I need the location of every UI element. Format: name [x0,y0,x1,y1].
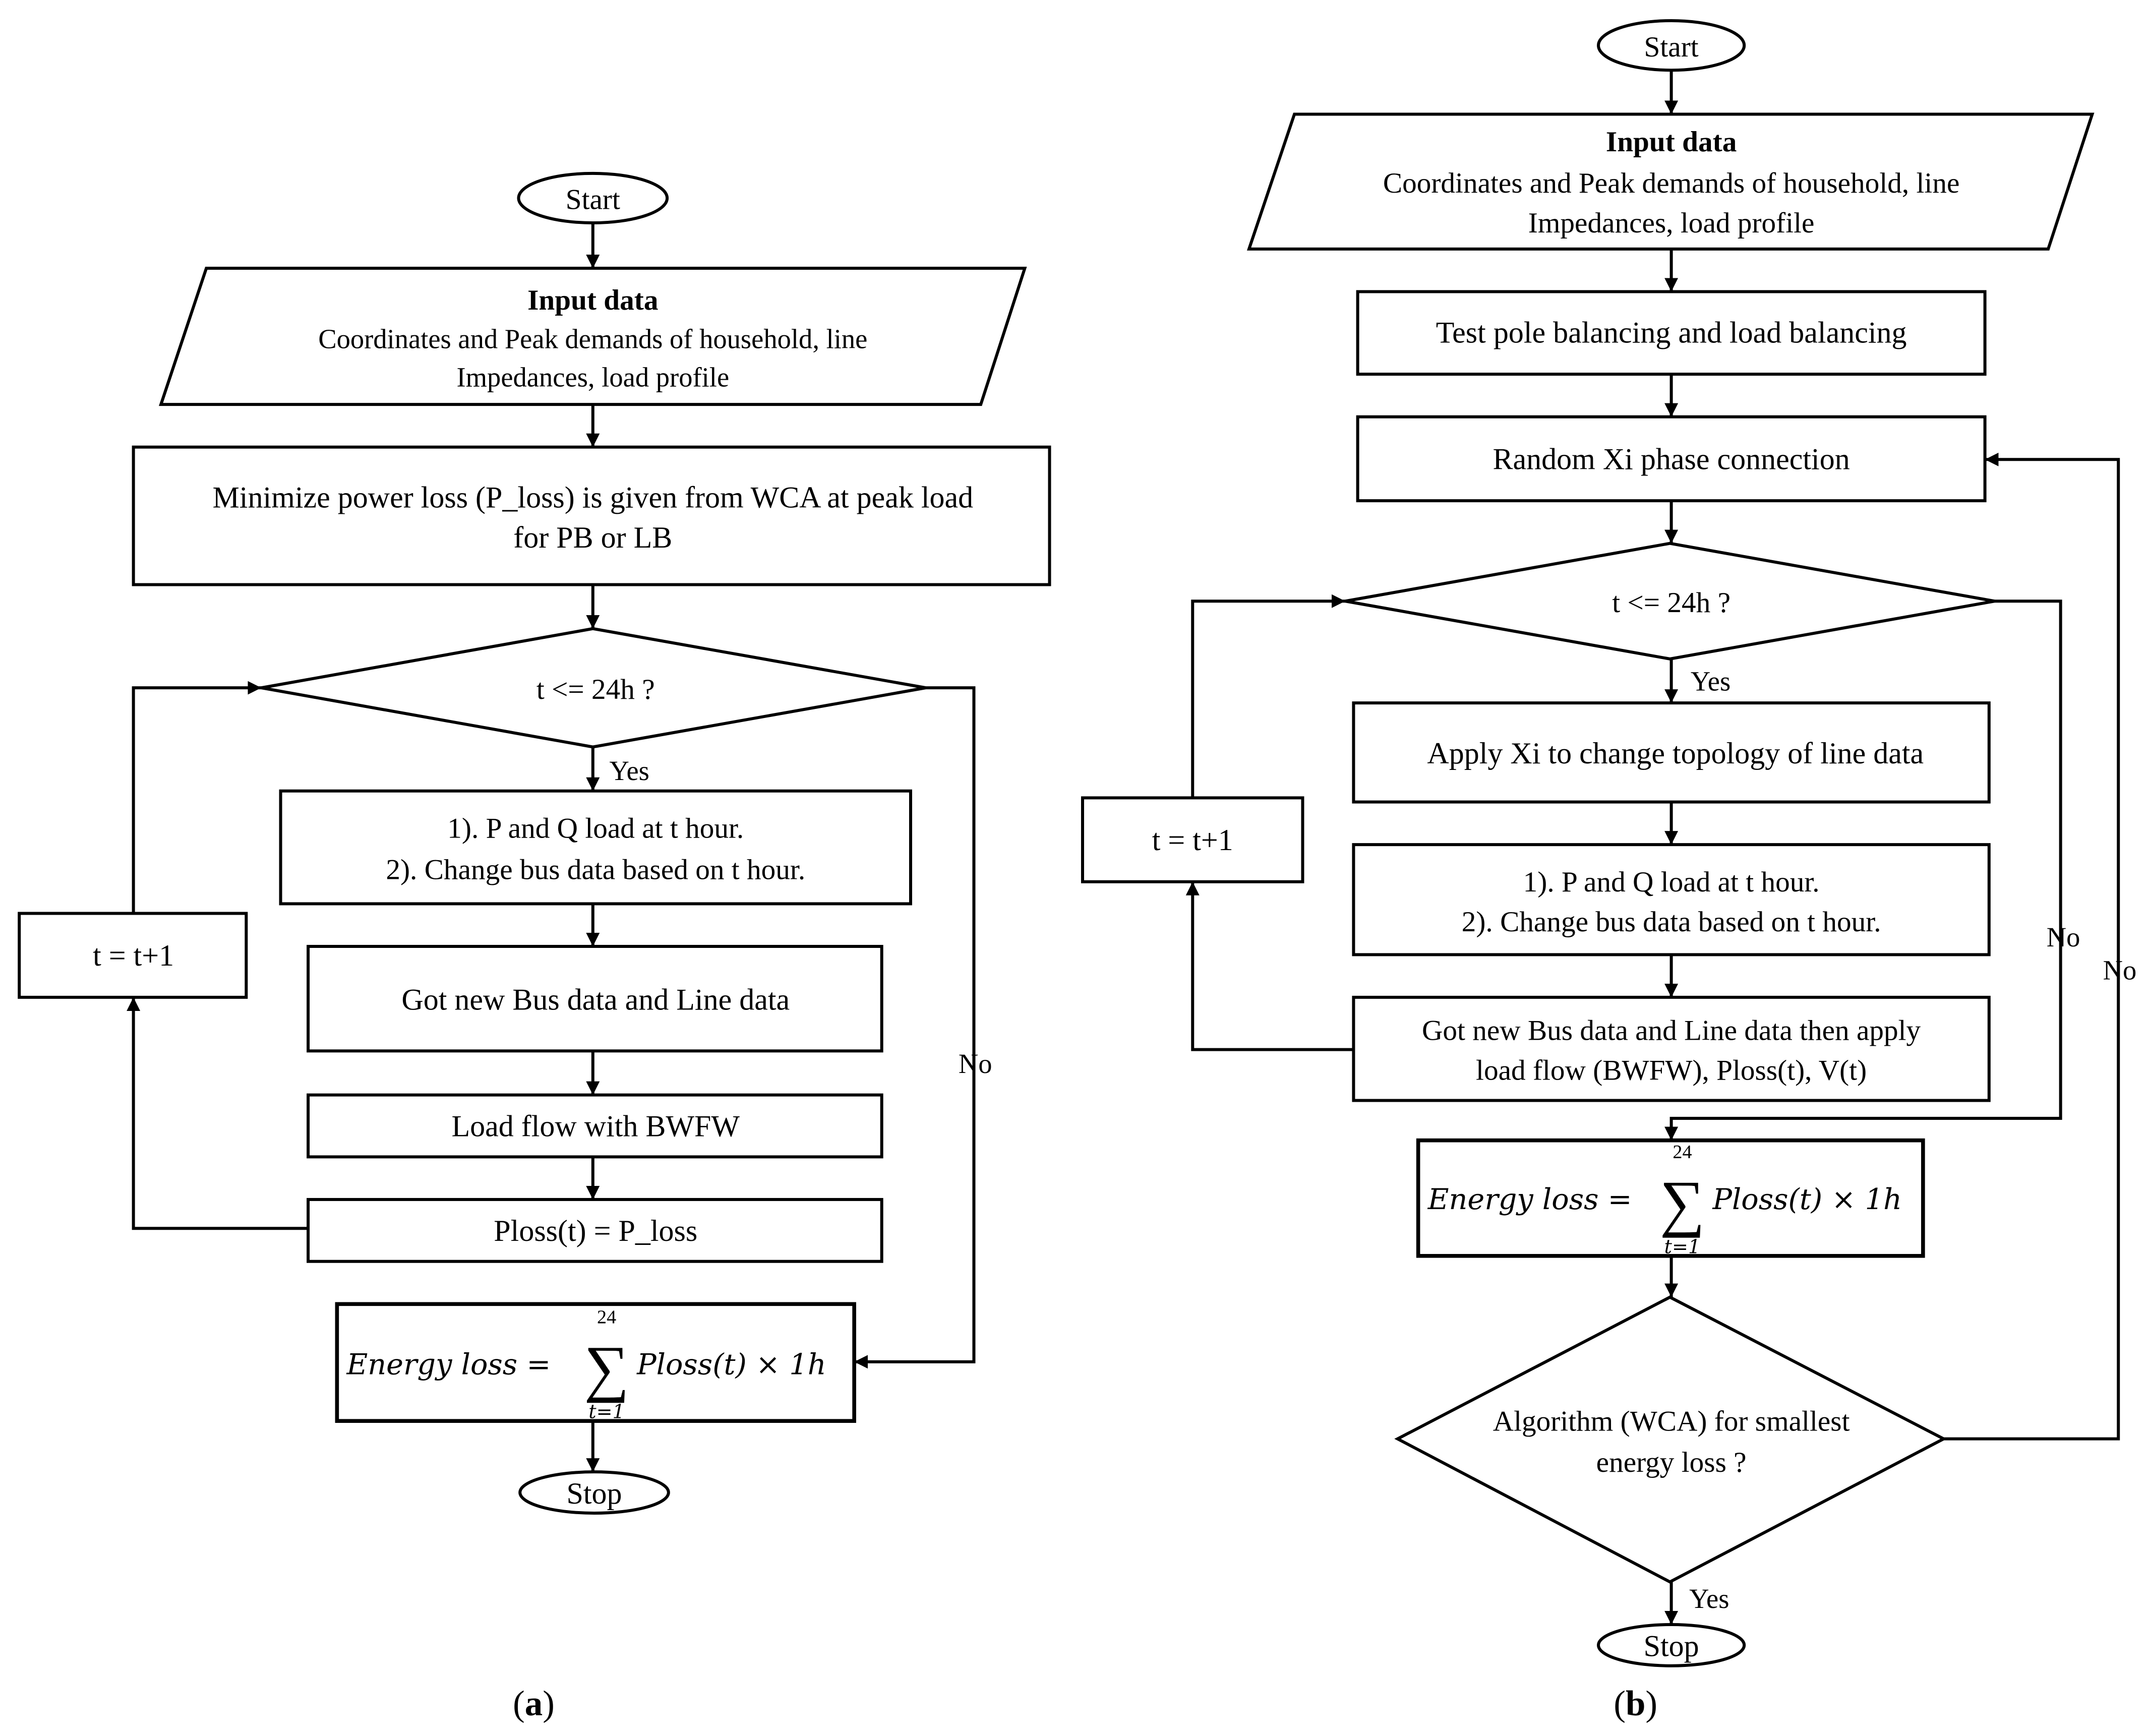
energy-sigma-b: ∑ [1660,1168,1705,1238]
arrow-got-increment-b [1185,881,1354,1051]
energy-lower-b: t=1 [1664,1236,1701,1258]
panel-a-labels: Start Input data Coordinates and Peak de… [93,184,992,1723]
no-label-a: No [959,1048,992,1079]
algorithm-line1-b: Algorithm (WCA) for smallest [1493,1405,1850,1437]
test-process-b [1356,290,1987,376]
energy-label-b: Energy loss = [1427,1182,1632,1216]
panel-a [18,171,1051,1515]
step-line2-b: 2). Change bus data based on t hour. [1462,906,1881,938]
load-flow-label-a: Load flow with BWFW [451,1109,740,1143]
random-process-b [1356,415,1987,503]
input-title-b: Input data [1606,126,1737,158]
input-data-parallelogram-b [1246,112,2095,251]
got-new-label-a: Got new Bus data and Line data [401,983,790,1016]
algorithm-decision-diamond-b [1394,1295,1947,1584]
minimize-line1-a: Minimize power loss (P_loss) is given fr… [212,481,973,514]
step-line2-a: 2). Change bus data based on t hour. [386,854,805,885]
increment-process-b [1081,796,1304,883]
stop-label-a: Stop [567,1477,622,1510]
energy-term-b: Ploss(t) × 1h [1712,1182,1902,1216]
arrow-increment-decision-a [132,681,262,914]
input-line2-b: Impedances, load profile [1528,207,1815,239]
start-label-b: Start [1644,31,1699,63]
got-line2-b: load flow (BWFW), Ploss(t), V(t) [1476,1055,1867,1087]
ploss-process-a [307,1198,883,1263]
energy-loss-box-a [335,1302,856,1423]
energy-upper-a: 24 [597,1306,616,1328]
no-inner-label-b: No [2047,922,2080,952]
step-line1-b: 1). P and Q load at t hour. [1523,866,1820,898]
caption-b: (b) [1614,1684,1657,1723]
test-label-b: Test pole balancing and load balancing [1436,316,1907,349]
got-line1-b: Got new Bus data and Line data then appl… [1422,1015,1921,1047]
arrow-no-energy-a [854,686,976,1369]
panel-b [1081,19,2120,1667]
decision-label-a: t <= 24h ? [536,674,655,705]
stop-label-b: Stop [1644,1630,1699,1663]
minimize-process-a [132,445,1051,586]
yes-final-label-b: Yes [1689,1583,1729,1614]
energy-term-a: Ploss(t) × 1h [636,1347,826,1381]
increment-label-a: t = t+1 [93,939,174,972]
energy-upper-b: 24 [1673,1142,1692,1163]
yes-label-a: Yes [610,755,649,786]
yes-label-b: Yes [1691,666,1730,697]
load-step-process-b [1352,843,1991,956]
input-line1-b: Coordinates and Peak demands of househol… [1383,167,1960,199]
got-new-data-process-b [1352,995,1991,1102]
start-label-a: Start [566,184,620,216]
input-data-parallelogram-a [159,267,1027,406]
arrow-no-random-b [1943,452,2120,1441]
decision-label-b: t <= 24h ? [1612,587,1730,619]
arrow-increment-decision-b [1191,594,1346,798]
random-label-b: Random Xi phase connection [1493,442,1850,475]
arrow-ploss-increment-a [127,997,309,1230]
input-line2-a: Impedances, load profile [456,362,729,393]
algorithm-line2-b: energy loss ? [1596,1447,1747,1478]
energy-label-a: Energy loss = [346,1347,551,1381]
step-line1-a: 1). P and Q load at t hour. [447,812,744,844]
ploss-label-a: Ploss(t) = P_loss [494,1214,697,1247]
load-flow-process-a [307,1093,883,1159]
arrow-no-energy-b [1664,600,2062,1141]
apply-label-b: Apply Xi to change topology of line data [1427,737,1924,770]
panel-b-labels: Start Input data Coordinates and Peak de… [1152,31,2137,1723]
load-step-process-a [279,789,912,906]
no-outer-label-b: No [2103,954,2137,985]
minimize-line2-a: for PB or LB [513,521,672,554]
energy-sigma-a: ∑ [584,1333,629,1403]
caption-a: (a) [513,1684,555,1723]
increment-label-b: t = t+1 [1152,823,1233,857]
input-line1-a: Coordinates and Peak demands of househol… [318,323,867,354]
input-title-a: Input data [527,284,658,316]
got-new-data-process-a [307,945,883,1053]
energy-lower-a: t=1 [588,1401,625,1423]
